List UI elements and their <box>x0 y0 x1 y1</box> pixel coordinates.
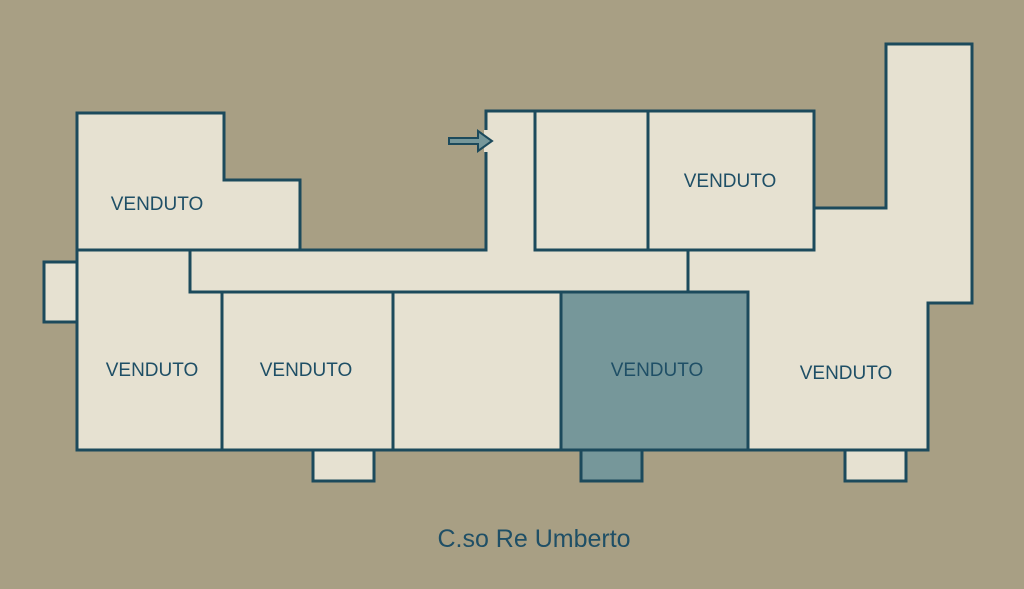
unit-right[interactable] <box>686 42 974 452</box>
balcony-bottom-highlighted <box>579 448 644 483</box>
unit-label: VENDUTO <box>611 360 704 381</box>
unit-top-middle[interactable] <box>533 109 650 252</box>
unit-label: VENDUTO <box>684 171 777 192</box>
balcony-bottom-right <box>843 448 908 483</box>
unit-label: VENDUTO <box>800 363 893 384</box>
unit-bottom-3[interactable] <box>391 290 563 452</box>
unit-top-right[interactable] <box>646 109 816 252</box>
unit-bottom-highlighted[interactable] <box>559 290 750 452</box>
balcony-bottom-1 <box>311 448 376 483</box>
unit-label: VENDUTO <box>106 360 199 381</box>
unit-label: VENDUTO <box>111 194 204 215</box>
arrow-right-icon <box>448 129 494 153</box>
street-name: C.so Re Umberto <box>437 525 630 553</box>
unit-bottom-2[interactable] <box>220 290 395 452</box>
balcony-left <box>42 260 79 324</box>
unit-label: VENDUTO <box>260 360 353 381</box>
